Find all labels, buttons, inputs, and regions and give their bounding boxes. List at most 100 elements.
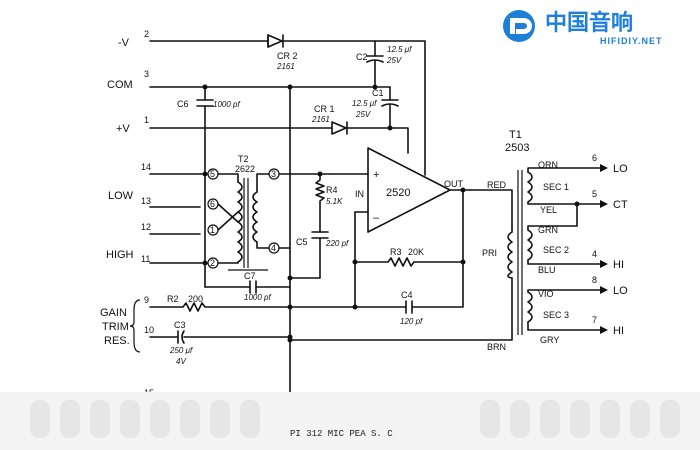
- c7-value: 1000 pf: [244, 293, 271, 302]
- logo-d-glyph: [510, 18, 532, 34]
- capacitor-c4-icon: [354, 261, 464, 314]
- output-arrows: [600, 164, 608, 334]
- trim-label: TRIM: [102, 321, 129, 333]
- pin-3-number: 3: [144, 69, 149, 79]
- c2-value: 12.5 μf: [387, 45, 412, 54]
- sec3-label: SEC 3: [543, 310, 569, 320]
- pin-13-number: 13: [141, 196, 151, 206]
- out-pin-4: 4: [592, 249, 597, 259]
- wire-blu-label: BLU: [538, 265, 556, 275]
- wire-brn-label: BRN: [487, 342, 506, 352]
- t2-pin5: 5: [210, 169, 215, 179]
- schematic-caption: PI 312 MIC PEA S. C: [290, 429, 393, 439]
- out-lo-2: LO: [613, 285, 628, 297]
- com-rail: [149, 86, 391, 401]
- out-hi-1: HI: [613, 259, 624, 271]
- pin-1-number: 1: [144, 115, 149, 125]
- t2-pin1: 1: [210, 225, 215, 235]
- t2-value: 2622: [235, 164, 255, 174]
- cr1-label: CR 1: [314, 104, 335, 114]
- wire-vio-label: VIO: [538, 289, 554, 299]
- resistor-r4-icon: [315, 173, 325, 233]
- t2-pin2: 2: [210, 258, 215, 268]
- out-pin-6: 6: [592, 153, 597, 163]
- out-pin-7: 7: [592, 315, 597, 325]
- r4-label: R4: [326, 185, 338, 195]
- capacitor-c2-icon: [366, 40, 384, 87]
- opamp-in-label: IN: [355, 189, 364, 199]
- scan-artifact-band: [0, 392, 700, 450]
- pin-11-number: 11: [141, 254, 150, 264]
- diode-cr2-icon: [267, 34, 284, 48]
- cr2-label: CR 2: [277, 51, 298, 61]
- c4-value: 120 pf: [400, 317, 423, 326]
- c1-label: C1: [372, 88, 384, 98]
- plus-v-rail: [149, 127, 409, 154]
- wire-orn-label: ORN: [538, 160, 558, 170]
- c7-label: C7: [244, 271, 256, 281]
- cr2-value: 2161: [276, 62, 295, 71]
- capacitor-c1-icon: [381, 99, 399, 129]
- t2-label: T2: [238, 154, 249, 164]
- t1-label: T1: [509, 129, 522, 141]
- gain-trim-brace: [129, 299, 141, 353]
- c3-value: 250 μf: [169, 346, 193, 355]
- gain-label: GAIN: [100, 307, 127, 319]
- t1-secondary-wires: [527, 167, 601, 331]
- t2-pin6: 6: [210, 199, 215, 209]
- c1-value: 12.5 μf: [352, 99, 377, 108]
- c5-label: C5: [296, 237, 308, 247]
- diode-cr1-icon: [331, 121, 348, 135]
- opamp-out-label: OUT: [444, 179, 464, 189]
- resistor-r3-icon: [354, 189, 464, 267]
- transformer-t2-icon: [207, 168, 331, 271]
- r2-label: R2: [167, 294, 179, 304]
- sec1-label: SEC 1: [543, 182, 569, 192]
- primary-label: PRI: [482, 248, 497, 258]
- out-ct: CT: [613, 199, 628, 211]
- capacitor-c5-icon: [289, 231, 329, 279]
- capacitor-c3-icon: [149, 330, 291, 344]
- pin-2-number: 2: [144, 29, 149, 39]
- wire-gry-label: GRY: [540, 335, 559, 345]
- t2-pin4: 4: [271, 243, 276, 253]
- t1-value: 2503: [505, 142, 529, 154]
- input-wires: [149, 173, 206, 264]
- wire-red-label: RED: [487, 180, 507, 190]
- capacitor-c7-icon: [204, 262, 291, 294]
- pin-14-number: 14: [141, 162, 151, 172]
- sec2-label: SEC 2: [543, 245, 569, 255]
- wire-yel-label: YEL: [540, 205, 557, 215]
- opamp-model: 2520: [386, 187, 410, 199]
- logo-brand-cn: 中国音响: [545, 10, 633, 35]
- pin-com-label: COM: [107, 79, 133, 91]
- out-hi-2: HI: [613, 325, 624, 337]
- transformer-t1-icon: [507, 170, 533, 335]
- c5-value: 220 pf: [325, 239, 349, 248]
- c6-value: 1000 pf: [213, 100, 240, 109]
- wire-grn-label: GRN: [538, 225, 558, 235]
- opamp-plus-sign: +: [373, 169, 379, 181]
- r4-value: 5.1K: [326, 197, 343, 206]
- hifidiy-logo: 中国音响 HIFIDIY.NET: [503, 10, 663, 46]
- t1-primary-wires: [289, 189, 513, 341]
- out-lo-1: LO: [613, 163, 628, 175]
- pin-minus-v-label: -V: [118, 37, 130, 49]
- pin-12-number: 12: [141, 222, 151, 232]
- r2-value: 200: [188, 294, 203, 304]
- c3-voltage: 4V: [176, 357, 186, 366]
- logo-brand-url: HIFIDIY.NET: [600, 36, 663, 46]
- pin-plus-v-label: +V: [116, 123, 130, 135]
- resistor-r2-icon: [149, 302, 356, 312]
- out-pin-5: 5: [592, 189, 597, 199]
- out-pin-8: 8: [592, 275, 597, 285]
- c2-label: C2: [356, 52, 368, 62]
- pin-9-number: 9: [144, 295, 149, 305]
- opamp-minus-sign: –: [373, 212, 380, 224]
- r3-value: 20K: [408, 247, 424, 257]
- opamp-2520-icon: [329, 147, 471, 263]
- capacitor-c6-icon: [196, 99, 214, 107]
- c4-label: C4: [401, 290, 413, 300]
